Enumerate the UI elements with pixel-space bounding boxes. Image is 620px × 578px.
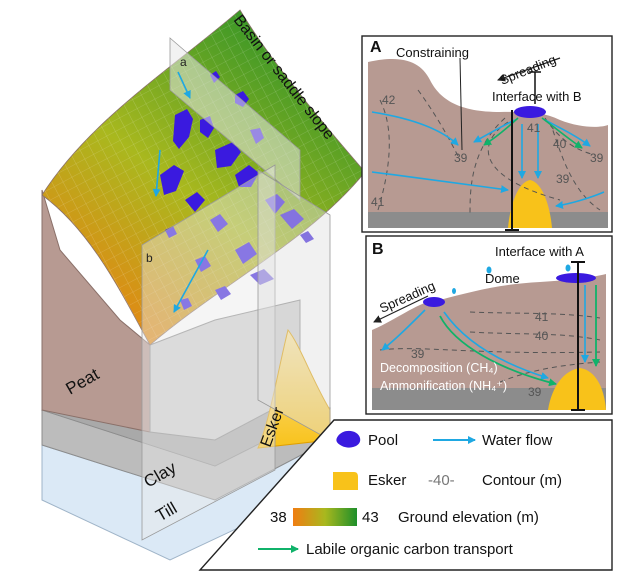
legend-pool-label: Pool [368,432,398,449]
dome-label: Dome [485,271,520,286]
legend-esker-icon [333,472,358,490]
contour-label: 40 [535,329,549,343]
esker-block [257,328,331,449]
water-arrow [443,311,549,380]
contour-label: 39 [454,151,468,165]
interface-label-a: Interface with B [492,89,582,104]
water-arrow [544,119,591,147]
rain-drops [452,264,571,294]
legend-contour-label: Contour (m) [482,472,562,489]
constraining-line [459,57,463,151]
panel-b-letter: B [372,241,384,258]
legend: Pool Water flow Esker -40- Contour (m) 3… [198,419,613,571]
contour-label: 41 [535,310,549,324]
spreading-arrow-a [497,57,561,82]
contour-label: 40 [553,137,567,151]
ammonification-label: Ammonification (NH₄⁺) [380,379,507,393]
carbon-arrow [439,315,557,387]
plane-long [257,169,331,441]
panel-b: B Interface with A Dome Spreading 41 40 … [365,235,613,415]
legend-carbon-label: Labile organic carbon transport [306,541,514,558]
block-diagram: a b Basin or saddle slope Peat Clay Till… [40,9,366,561]
surface-water-arrow [173,249,209,313]
plane-a [169,37,301,201]
panel-a-peat [368,59,608,215]
surface-water-arrow [177,71,191,99]
contour-label: 39 [556,172,570,186]
surface-water-arrow [152,149,161,197]
contour-label: 42 [382,93,396,107]
panel-a-carbon-flows [483,117,583,149]
panel-b-pool-interface [556,273,596,283]
spreading-arrow-b [373,295,429,323]
legend-elev-bar [293,508,357,526]
contour-label: 39 [590,151,604,165]
panel-a-letter: A [370,39,382,56]
plane-b [141,164,276,541]
legend-contour-icon: -40- [428,472,455,489]
decomposition-label: Decomposition (CH₄) [380,361,498,375]
legend-elev-min: 38 [270,509,287,526]
panel-b-contours [379,311,601,383]
plane-b-label: b [146,251,153,265]
panel-a-till [368,212,608,228]
contour-label: 41 [527,121,541,135]
legend-elev-label: Ground elevation (m) [398,509,539,526]
panel-a-contours [377,89,601,216]
panel-a: A Constraining Spreading Interface with … [361,35,613,233]
legend-esker-label: Esker [368,472,406,489]
panel-a-pool [514,106,546,118]
legend-elev-max: 43 [362,509,379,526]
water-arrow [381,309,426,351]
panel-b-pool-dome [423,297,445,307]
interface-label-b: Interface with A [495,244,584,259]
carbon-arrow [541,117,583,149]
water-arrow [371,111,459,146]
contour-label: 39 [528,385,542,399]
panel-b-till [372,388,606,410]
contour-label: 39 [411,347,425,361]
legend-frame [198,419,613,571]
panel-a-water-flows [371,111,605,209]
water-arrow [371,171,509,194]
constraining-label: Constraining [396,45,469,60]
carbon-arrow [483,117,519,146]
legend-pool-icon [336,430,361,448]
panel-b-carbon-flows [439,285,600,387]
contour-label: 41 [371,195,385,209]
legend-water-label: Water flow [482,432,552,449]
plane-a-label: a [180,55,187,69]
panel-a-esker [508,180,552,228]
panel-b-water-flows [381,285,589,380]
water-arrow [555,191,605,209]
water-arrow [473,119,516,143]
